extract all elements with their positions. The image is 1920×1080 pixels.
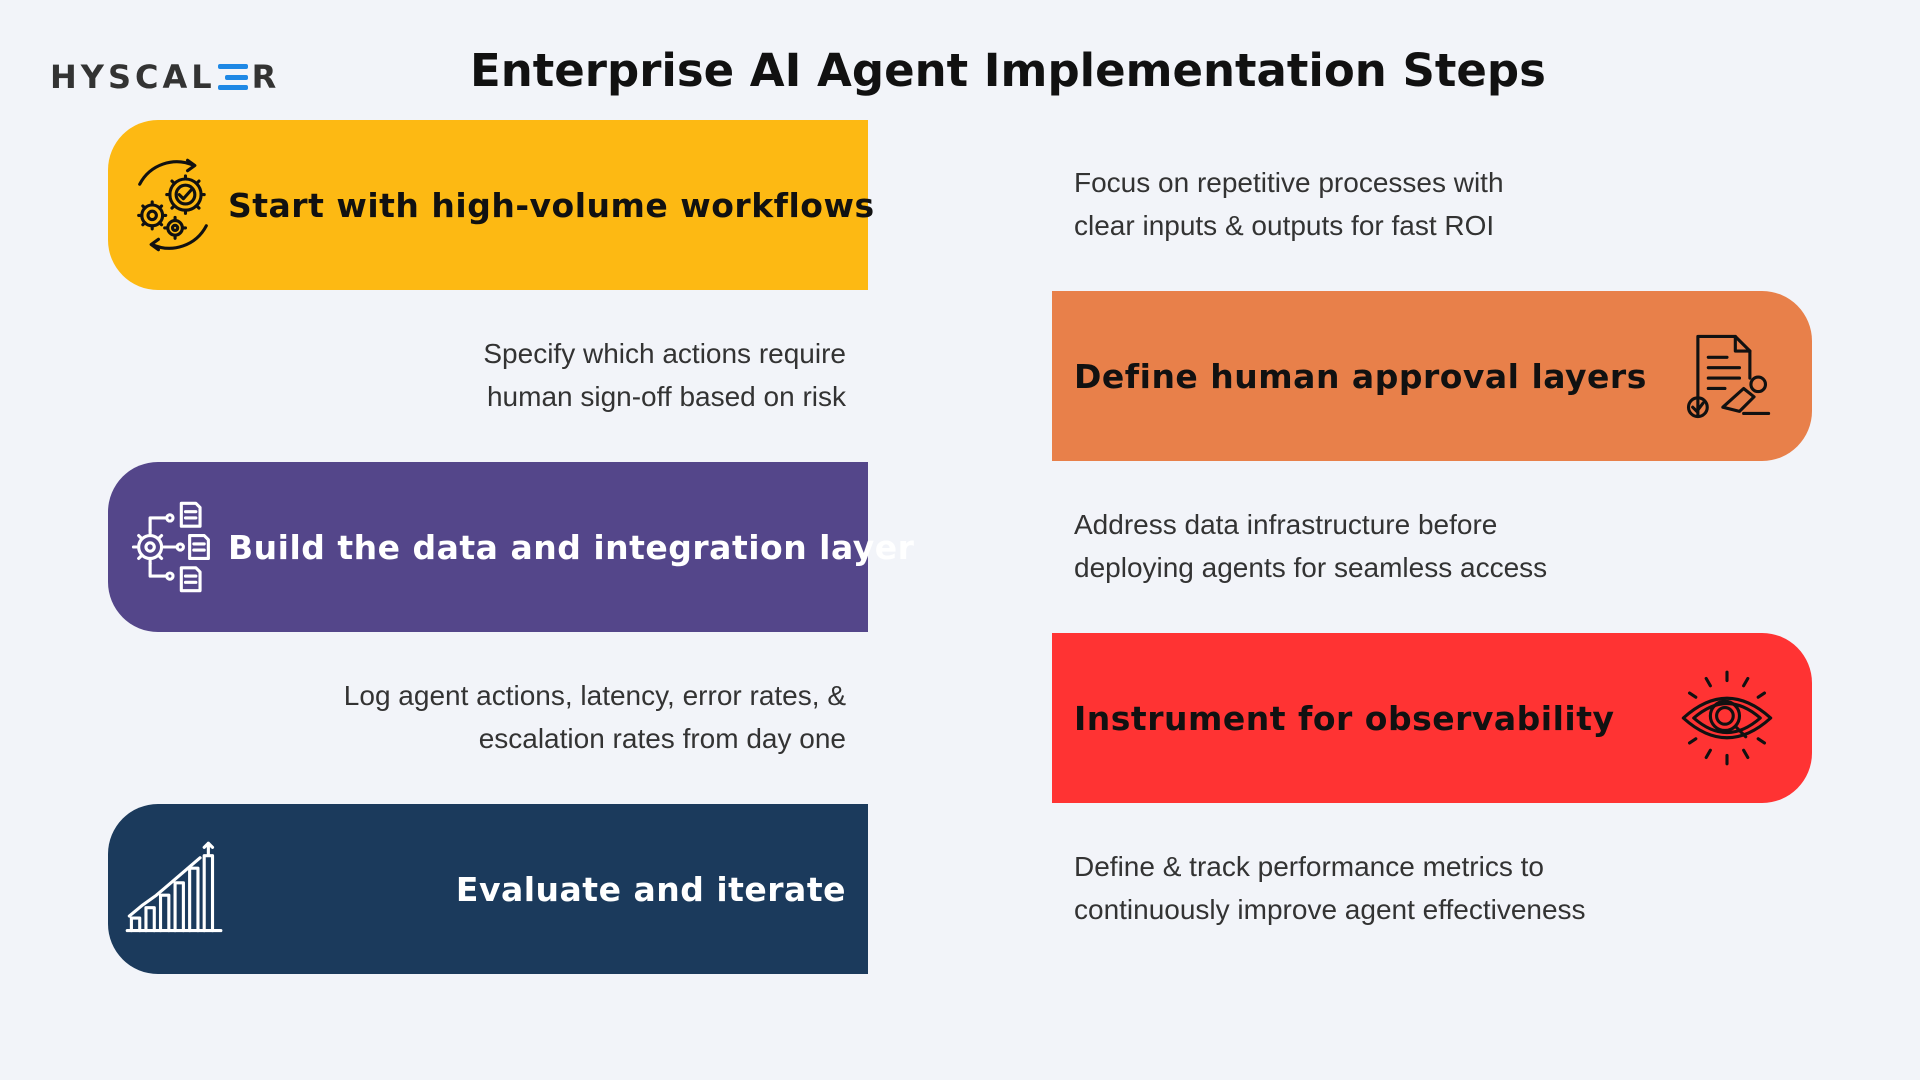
document-approval-icon xyxy=(1672,321,1782,431)
step-2-description: Specify which actions require human sign… xyxy=(483,332,846,418)
logo-e-mark-icon xyxy=(217,64,248,90)
gears-cycle-icon xyxy=(118,150,228,260)
step-4-description-line: Log agent actions, latency, error rates,… xyxy=(343,680,846,711)
step-5-banner: Evaluate and iterate xyxy=(108,804,868,974)
step-2-description-line: human sign-off based on risk xyxy=(486,381,846,412)
step-3-label: Build the data and integration layer xyxy=(228,527,915,567)
step-5-description-line: Define & track performance metrics to xyxy=(1074,851,1544,882)
page-title: Enterprise AI Agent Implementation Steps xyxy=(470,44,1546,97)
step-5-description-line: continuously improve agent effectiveness xyxy=(1074,894,1586,925)
integration-flow-icon xyxy=(118,492,228,602)
eye-magnifier-icon xyxy=(1672,663,1782,773)
step-3-description-line: deploying agents for seamless access xyxy=(1074,552,1548,583)
logo-text-end: R xyxy=(251,58,281,96)
step-2-description-line: Specify which actions require xyxy=(483,338,846,369)
step-3-description: Address data infrastructure before deplo… xyxy=(1074,503,1547,589)
step-1-label: Start with high-volume workflows xyxy=(228,185,875,225)
step-4-banner: Instrument for observability xyxy=(1052,633,1812,803)
step-3-description-line: Address data infrastructure before xyxy=(1074,509,1498,540)
step-1-banner: Start with high-volume workflows xyxy=(108,120,874,290)
step-5-description: Define & track performance metrics to co… xyxy=(1074,845,1586,931)
step-3-banner: Build the data and integration layer xyxy=(108,462,914,632)
step-2-banner: Define human approval layers xyxy=(1052,291,1812,461)
step-5-label: Evaluate and iterate xyxy=(455,869,846,909)
step-4-description: Log agent actions, latency, error rates,… xyxy=(344,674,846,760)
brand-logo: HYSCAL R xyxy=(50,58,280,96)
step-4-description-line: escalation rates from day one xyxy=(478,723,846,754)
step-2-label: Define human approval layers xyxy=(1074,356,1647,396)
step-1-description-line: Focus on repetitive processes with xyxy=(1074,167,1504,198)
step-1-description: Focus on repetitive processes with clear… xyxy=(1074,161,1504,247)
growth-chart-icon xyxy=(118,834,228,944)
logo-text-start: HYSCAL xyxy=(50,58,216,96)
step-1-description-line: clear inputs & outputs for fast ROI xyxy=(1074,210,1495,241)
step-4-label: Instrument for observability xyxy=(1074,698,1615,738)
